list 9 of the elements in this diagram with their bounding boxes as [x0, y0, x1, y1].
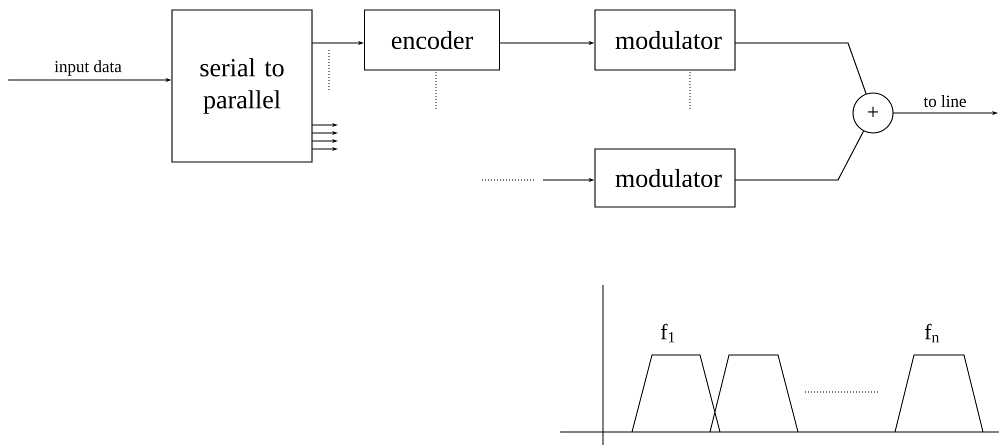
process-box: modulator	[594, 9, 736, 71]
frequency-label: f$_{n}$	[924, 324, 940, 342]
summing-junction: +	[852, 92, 894, 134]
process-box: modulator	[594, 148, 736, 208]
edge-label: to line	[924, 95, 966, 107]
process-box: encoder	[364, 9, 500, 71]
edge-label: input data	[54, 60, 122, 76]
frequency-label: f$_{1}$	[660, 324, 674, 342]
process-box: serial to parallel	[171, 9, 313, 163]
